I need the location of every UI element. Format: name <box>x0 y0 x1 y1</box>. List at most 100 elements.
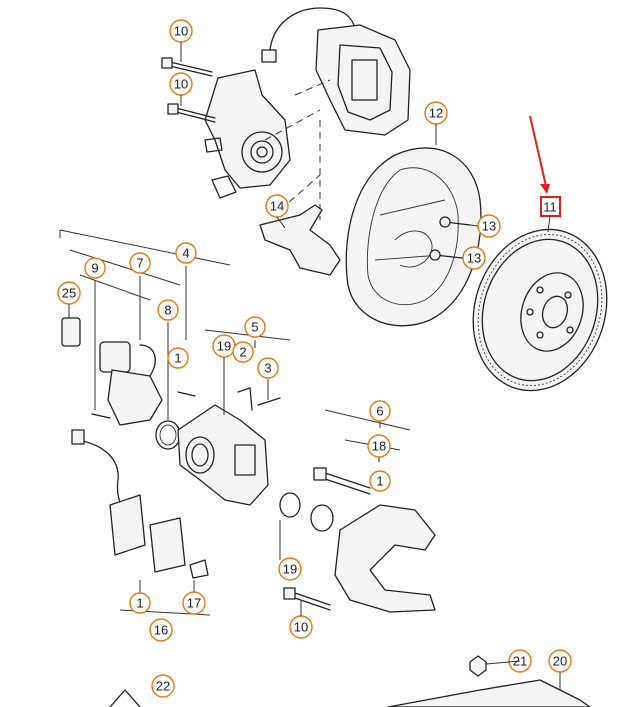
part-22 <box>109 689 141 707</box>
svg-text:18: 18 <box>372 439 386 454</box>
caliper-carrier <box>334 504 436 613</box>
steering-knuckle <box>204 69 291 199</box>
connector-25 <box>61 317 81 347</box>
callout-13-lower: 13 <box>462 246 486 270</box>
svg-text:1: 1 <box>136 596 143 611</box>
guide-line-1 <box>264 109 321 141</box>
bolt-10-lower <box>283 587 331 611</box>
callout-9: 9 <box>84 257 106 279</box>
svg-text:14: 14 <box>270 199 284 214</box>
bolt-10-upper <box>161 57 213 77</box>
callout-7: 7 <box>129 252 151 274</box>
svg-text:19: 19 <box>217 339 231 354</box>
bracket-14 <box>259 204 341 276</box>
wear-sensor-plug <box>71 429 85 445</box>
guide-line-3 <box>279 174 321 211</box>
bracket-line-9 <box>79 274 151 301</box>
callout-4: 4 <box>175 242 197 264</box>
callout-19-carrier: 19 <box>278 557 302 581</box>
svg-text:19: 19 <box>283 562 297 577</box>
brake-pad-inner <box>149 517 186 573</box>
callout-1-carrier: 1 <box>369 470 391 492</box>
bolt-13-upper <box>439 216 471 228</box>
svg-text:6: 6 <box>376 404 383 419</box>
callout-6: 6 <box>369 400 391 422</box>
callout-10-upper: 10 <box>169 19 193 43</box>
callout-14: 14 <box>265 194 289 218</box>
svg-text:10: 10 <box>174 24 188 39</box>
svg-text:4: 4 <box>182 246 189 261</box>
callout-3: 3 <box>257 357 279 379</box>
bracket-line-6 <box>324 409 411 431</box>
parking-brake-motor <box>99 341 163 426</box>
bracket-line-7 <box>69 249 181 286</box>
svg-text:11: 11 <box>543 200 557 215</box>
callout-19-caliper: 19 <box>212 334 236 358</box>
callout-17: 17 <box>182 591 206 615</box>
svg-text:8: 8 <box>164 303 171 318</box>
clip-2 <box>237 387 253 411</box>
callout-20: 20 <box>548 649 572 673</box>
callout-25: 25 <box>57 281 81 305</box>
guide-line-2 <box>294 79 331 96</box>
svg-text:10: 10 <box>294 620 308 635</box>
abs-sensor-cable <box>269 7 356 59</box>
svg-text:3: 3 <box>264 361 271 376</box>
svg-text:16: 16 <box>154 623 168 638</box>
bolt-10-middle <box>167 103 216 123</box>
svg-text:13: 13 <box>467 251 481 266</box>
svg-text:12: 12 <box>429 106 443 121</box>
nut-21 <box>469 655 487 677</box>
svg-text:1: 1 <box>376 474 383 489</box>
callout-2: 2 <box>232 341 254 363</box>
leader-14 <box>276 216 286 229</box>
leader-13a <box>469 224 479 227</box>
callout-18: 18 <box>367 434 391 458</box>
svg-text:25: 25 <box>62 286 76 301</box>
callout-16: 16 <box>149 618 173 642</box>
seal-ring-8-inner <box>159 424 177 446</box>
callout-12: 12 <box>424 101 448 125</box>
leader-21 <box>485 660 521 665</box>
callout-5: 5 <box>244 316 266 338</box>
brake-disc <box>472 228 608 392</box>
guide-bolt-18 <box>313 467 371 495</box>
bracket-line-5 <box>204 329 291 341</box>
callout-1-pads: 1 <box>129 592 151 614</box>
seal-19b <box>310 504 334 532</box>
svg-text:2: 2 <box>239 345 246 360</box>
svg-text:17: 17 <box>187 596 201 611</box>
svg-text:5: 5 <box>251 320 258 335</box>
caliper-top <box>315 24 411 136</box>
anti-rattle-17 <box>189 559 209 579</box>
svg-text:22: 22 <box>156 679 170 694</box>
callout-22: 22 <box>151 674 175 698</box>
svg-text:20: 20 <box>553 654 567 669</box>
red-arrow-head <box>540 184 550 194</box>
abs-connector <box>261 49 277 63</box>
callout-10-middle: 10 <box>169 72 193 96</box>
red-arrow-line <box>529 115 547 187</box>
bolt-1a <box>177 391 196 397</box>
caliper-body <box>177 404 269 506</box>
svg-text:13: 13 <box>482 219 496 234</box>
svg-text:10: 10 <box>174 77 188 92</box>
callout-10-lower: 10 <box>289 615 313 639</box>
leader-11 <box>547 215 551 233</box>
brake-pad-outer <box>109 494 146 556</box>
callout-11-highlighted: 11 <box>540 196 561 217</box>
callout-13-upper: 13 <box>477 214 501 238</box>
bracket-line-4 <box>59 229 231 266</box>
svg-text:7: 7 <box>136 256 143 271</box>
svg-text:1: 1 <box>174 351 181 366</box>
callout-8: 8 <box>157 299 179 321</box>
bolt-9 <box>91 413 111 419</box>
bolt-13-lower <box>429 249 463 261</box>
wear-sensor-cable <box>77 439 126 511</box>
seal-19a <box>279 492 301 518</box>
callout-1-caliper: 1 <box>167 347 189 369</box>
bleeder-3 <box>257 397 281 406</box>
svg-text:9: 9 <box>91 261 98 276</box>
